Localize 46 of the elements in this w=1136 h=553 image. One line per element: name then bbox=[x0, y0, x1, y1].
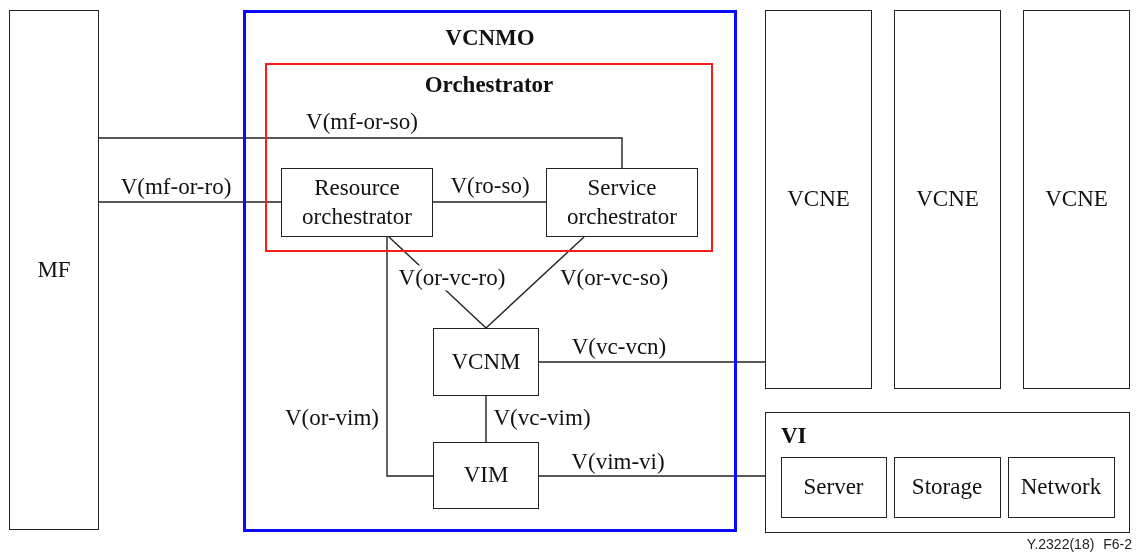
component-label: MF bbox=[36, 255, 72, 284]
group-frame bbox=[243, 10, 737, 532]
connector-line bbox=[538, 475, 766, 477]
component-label: Network bbox=[1019, 472, 1103, 501]
edge-label: V(or-vc-ro) bbox=[397, 265, 507, 291]
component-box bbox=[765, 10, 872, 389]
component-box bbox=[1007, 456, 1115, 518]
connector-line bbox=[386, 236, 434, 477]
group-frame bbox=[765, 412, 1130, 533]
component-box bbox=[9, 10, 99, 530]
edge-label: V(or-vc-so) bbox=[558, 265, 670, 291]
component-box bbox=[546, 168, 698, 237]
component-box bbox=[893, 456, 1001, 518]
group-title: VCNMO bbox=[445, 25, 535, 51]
component-label: VCNE bbox=[915, 185, 980, 214]
group-frame bbox=[265, 63, 713, 252]
connector-line bbox=[432, 201, 547, 203]
component-box bbox=[433, 328, 539, 396]
connector-line bbox=[98, 201, 282, 203]
component-label: Storage bbox=[910, 472, 984, 501]
group-title: Orchestrator bbox=[424, 72, 554, 98]
connector-line bbox=[485, 395, 487, 443]
component-label: Resource orchestrator bbox=[301, 174, 413, 231]
edge-label: V(vim-vi) bbox=[570, 449, 666, 475]
edge-label: V(mf-or-so) bbox=[305, 109, 419, 135]
component-label: VIM bbox=[462, 461, 510, 490]
component-box bbox=[433, 442, 539, 509]
connector-line bbox=[538, 361, 766, 363]
component-label: Service orchestrator bbox=[566, 174, 678, 231]
component-box bbox=[281, 168, 433, 237]
component-label: VCNE bbox=[786, 185, 851, 214]
connector-line bbox=[485, 236, 585, 329]
component-box bbox=[780, 456, 887, 518]
edge-label: V(vc-vim) bbox=[492, 405, 592, 431]
component-box bbox=[1023, 10, 1130, 389]
component-label: VCNM bbox=[450, 347, 522, 376]
edge-label: V(mf-or-ro) bbox=[119, 174, 233, 200]
component-label: Server bbox=[802, 472, 865, 501]
figure-id: Y.2322(18) F6-2 bbox=[1026, 536, 1132, 552]
component-box bbox=[894, 10, 1001, 389]
connector-line bbox=[98, 137, 623, 169]
component-label: VCNE bbox=[1044, 185, 1109, 214]
group-title: VI bbox=[781, 423, 807, 449]
edge-label: V(or-vim) bbox=[283, 405, 381, 431]
edge-label: V(ro-so) bbox=[449, 173, 531, 199]
edge-label: V(vc-vcn) bbox=[570, 334, 668, 360]
